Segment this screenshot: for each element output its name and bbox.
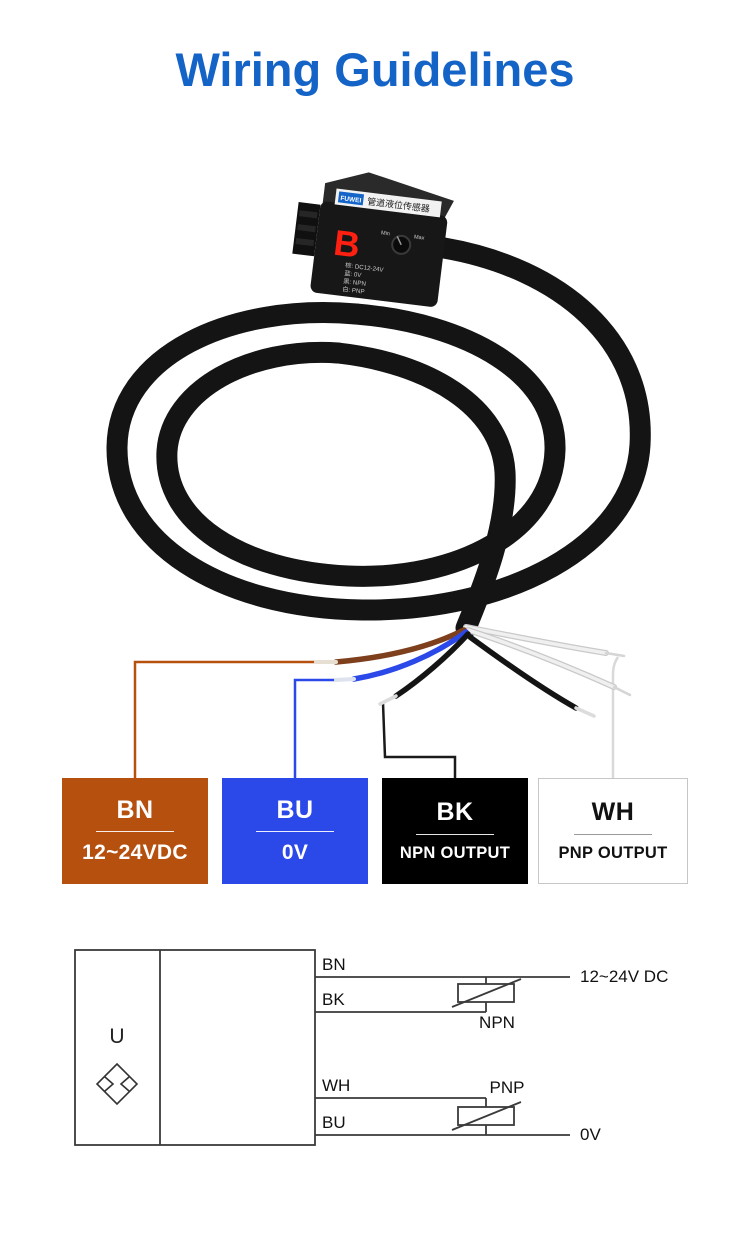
pnp-load-diagonal xyxy=(451,1101,522,1131)
bn-wire-label: BN xyxy=(322,955,346,974)
ground-label: 0V xyxy=(580,1125,601,1144)
led-digit: B xyxy=(332,222,363,266)
divider-rule xyxy=(574,833,652,835)
cable-loop-inner xyxy=(156,303,566,587)
lead-bu-line xyxy=(293,678,338,779)
white-wire-2-tip xyxy=(612,685,632,697)
wire-desc: PNP OUTPUT xyxy=(558,843,668,862)
bk-wire-label: BK xyxy=(322,990,345,1009)
wh-wire-label: WH xyxy=(322,1076,350,1095)
black-wire-1-tip xyxy=(378,694,398,706)
wire-box-wh: WH PNP OUTPUT xyxy=(538,778,688,884)
npn-label: NPN xyxy=(479,1013,515,1032)
connector-ridge xyxy=(297,224,316,233)
blue-wire xyxy=(351,629,469,682)
lead-bk-line xyxy=(381,702,457,779)
sensor-photo: FUWEI 管道液位传感器 B Min Max 棕: DC12-24V 蓝: 0… xyxy=(106,172,651,779)
black-wire-1 xyxy=(393,631,471,699)
unit-label: U xyxy=(109,1025,124,1048)
wire-code: WH xyxy=(591,798,635,827)
legend-line-4: 白: PNP xyxy=(342,285,365,296)
cable-tail xyxy=(327,342,516,639)
wire-code: BK xyxy=(436,798,474,827)
connector-ridge xyxy=(298,210,318,219)
white-wire-1 xyxy=(464,625,608,655)
lead-wh-line xyxy=(611,656,620,779)
black-wire-2 xyxy=(467,634,579,711)
white-wire-2 xyxy=(466,628,616,689)
lead-bn-line xyxy=(133,660,316,779)
wire-leads xyxy=(133,656,620,779)
bu-wire-label: BU xyxy=(322,1113,346,1132)
sensor-block xyxy=(74,949,316,1146)
page-title: Wiring Guidelines xyxy=(175,43,575,96)
sensor-diamond xyxy=(95,1062,139,1106)
cable-loop-outer xyxy=(106,237,651,621)
wire-box-bu: BU 0V xyxy=(222,778,368,884)
wire-box-bn: BN 12~24VDC xyxy=(62,778,208,884)
divider-rule xyxy=(256,831,334,833)
sensor-body: FUWEI 管道液位传感器 B Min Max 棕: DC12-24V 蓝: 0… xyxy=(292,172,454,307)
legend-line-3: 黑: NPN xyxy=(343,278,366,288)
dial-min-label: Min xyxy=(381,230,391,237)
adjust-dial xyxy=(391,234,412,255)
supply-label: 12~24V DC xyxy=(580,967,668,986)
sensor-front-face xyxy=(310,201,448,307)
pnp-label: PNP xyxy=(490,1078,525,1097)
wire-code: BN xyxy=(116,795,154,824)
wire-code: BU xyxy=(276,795,314,824)
blue-wire-tip xyxy=(334,677,356,682)
wiring-circuit-diagram: U BN 12~24V DC BK NPN WH PNP BU 0V xyxy=(74,949,668,1146)
connector-ridge xyxy=(295,237,315,247)
brand-text: FUWEI xyxy=(340,195,362,205)
wire-desc: 12~24VDC xyxy=(82,841,188,865)
wire-desc: NPN OUTPUT xyxy=(399,843,511,862)
legend-line-2: 蓝: 0V xyxy=(344,269,363,279)
wire-box-bk: BK NPN OUTPUT xyxy=(382,778,528,884)
cable-wire-ends xyxy=(314,624,632,718)
sensor-chevron-right xyxy=(119,1076,130,1092)
proximity-sensor-symbol xyxy=(95,1062,139,1106)
dial-needle xyxy=(396,235,402,246)
dial-max-label: Max xyxy=(414,234,425,241)
brand-badge xyxy=(337,191,365,206)
divider-rule xyxy=(416,833,494,835)
white-wire-1-tip xyxy=(604,651,626,658)
wire-desc: 0V xyxy=(281,841,309,865)
black-wire-2-tip xyxy=(574,706,596,718)
wire-label-row: BN 12~24VDC BU 0V BK NPN OUTPUT WH PNP O… xyxy=(0,778,750,884)
sensor-chevron-left xyxy=(104,1076,115,1092)
npn-load-diagonal xyxy=(451,978,522,1008)
divider-rule xyxy=(96,831,174,833)
cable-coil xyxy=(106,237,651,639)
brown-wire xyxy=(333,627,467,665)
